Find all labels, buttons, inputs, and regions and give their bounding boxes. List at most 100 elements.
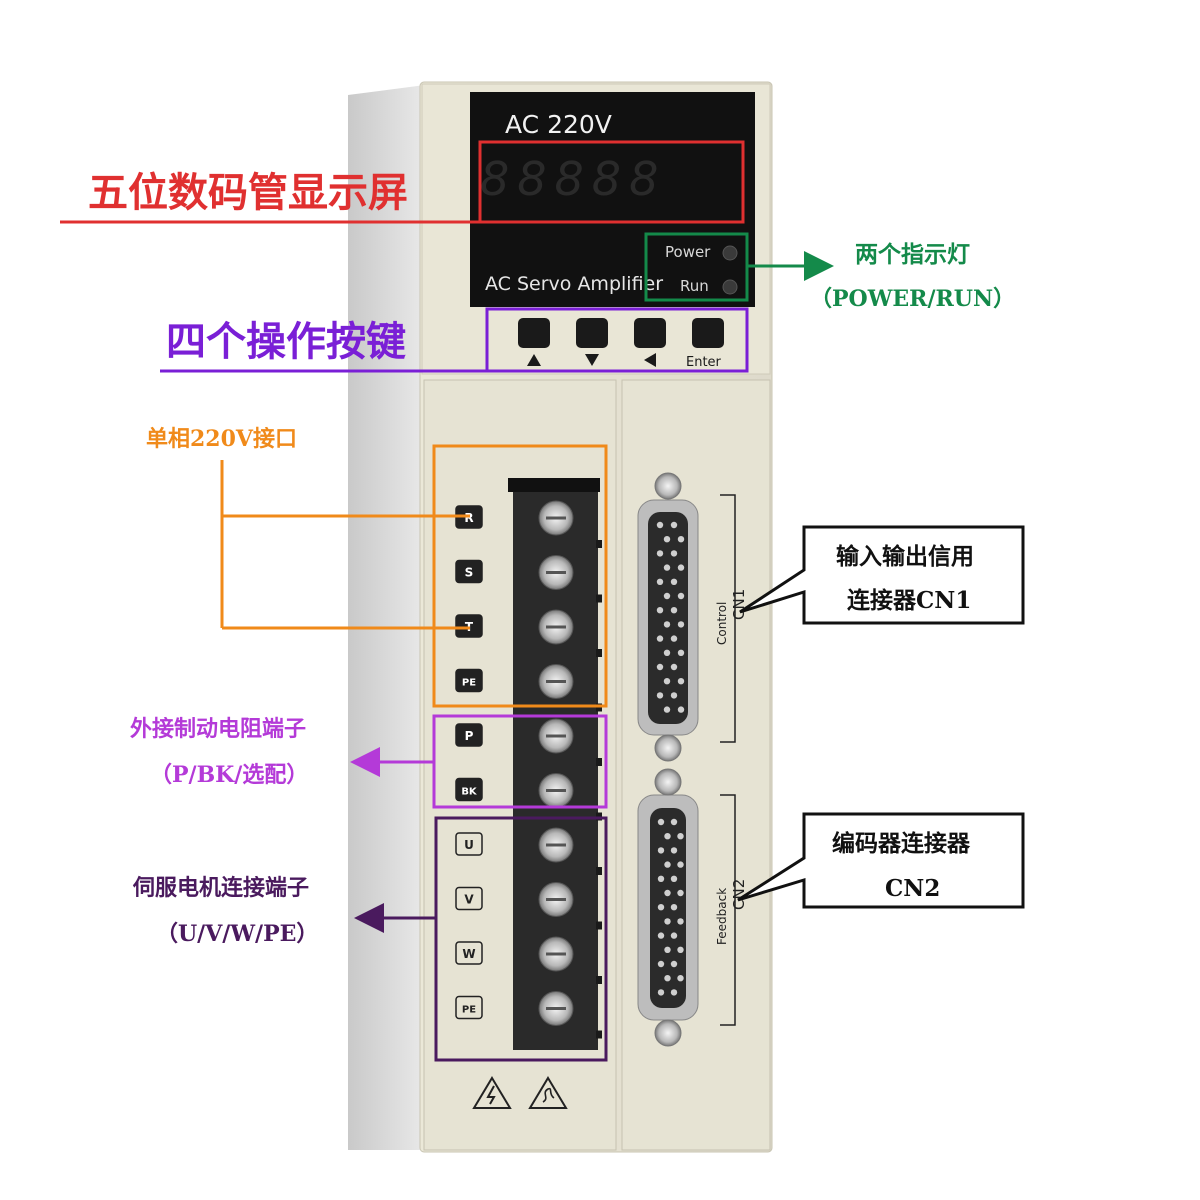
connector-pin <box>670 989 678 996</box>
display-window <box>470 92 755 307</box>
connector-pin <box>657 875 665 882</box>
connector-pin <box>663 536 671 543</box>
terminal-divider <box>596 1030 602 1039</box>
terminal-block-cap <box>508 478 600 492</box>
connector-pin <box>656 578 664 585</box>
terminal-label-box <box>455 668 483 693</box>
terminal-label: R <box>464 511 473 525</box>
enter-key[interactable] <box>692 318 724 348</box>
cn2-callout-box <box>737 812 1025 909</box>
connector-pin <box>677 536 685 543</box>
connector-pin <box>670 521 678 529</box>
warning-icons <box>472 1076 568 1109</box>
connector-pin <box>664 889 671 897</box>
indicators-annotation-line2: （POWER/RUN） <box>810 286 1015 312</box>
connector-pin <box>677 975 684 982</box>
connector-pin <box>670 550 678 557</box>
control-label: Control <box>715 602 729 645</box>
connector-pin <box>677 564 685 571</box>
connector-pin <box>670 818 678 826</box>
connector-pin <box>677 861 684 868</box>
connector-pin <box>657 932 665 939</box>
connector-pin <box>670 875 678 882</box>
connector-pin <box>677 592 685 600</box>
connector-pin <box>677 706 685 713</box>
up-key[interactable] <box>518 318 550 348</box>
connector-pin <box>664 975 671 982</box>
terminal-label-box <box>455 941 483 965</box>
cn1-bracket <box>720 494 736 743</box>
connector-pin <box>677 946 684 953</box>
terminal-label: U <box>464 838 474 852</box>
connector-pin <box>663 592 671 600</box>
down-key[interactable] <box>576 318 608 348</box>
connector-pin <box>670 578 678 585</box>
terminal-label: BK <box>461 787 478 798</box>
run-led-label: Run <box>680 277 709 295</box>
lightning-icon <box>486 1085 496 1105</box>
left-key[interactable] <box>634 318 666 348</box>
connector-pin <box>657 818 665 826</box>
connector-pin <box>656 550 664 557</box>
connector-panel <box>621 379 771 1151</box>
terminal-label-box <box>455 614 483 638</box>
terminal-divider <box>596 758 602 766</box>
power-leader-lines <box>220 460 470 630</box>
terminal-label-box <box>455 723 483 747</box>
connector-pin <box>677 621 685 628</box>
connector-pin <box>664 861 671 868</box>
terminal-label-box <box>455 995 483 1020</box>
product-label: AC Servo Amplifier <box>485 273 663 295</box>
connector-pin <box>656 692 664 699</box>
terminal-label: V <box>464 893 474 907</box>
connector-pin <box>664 946 671 953</box>
connector-pin <box>670 960 678 968</box>
power-led-label: Power <box>665 243 711 261</box>
terminal-label-box <box>455 559 483 584</box>
terminal-label: S <box>465 566 474 580</box>
keys-highlight-box <box>485 307 749 373</box>
operation-keys: Enter <box>518 318 724 370</box>
cn2-label: CN2 <box>730 879 748 910</box>
down-arrow-icon <box>585 354 599 366</box>
connector-pin <box>663 621 671 628</box>
feedback-label: Feedback <box>715 888 729 945</box>
cn1-callout-box <box>739 525 1025 625</box>
power-terminals-box <box>432 444 608 708</box>
cn1-annotation-line1: 输入输出信用 <box>836 543 974 570</box>
connector-pin <box>670 607 678 614</box>
model-label: AC 220V <box>505 110 612 139</box>
terminal-screws <box>538 500 602 1039</box>
terminal-label-box <box>455 832 483 856</box>
connector-pin <box>657 904 665 911</box>
terminal-label-box <box>455 777 483 802</box>
cn2-bracket <box>720 794 736 1026</box>
cn1-annotation-line2: 连接器CN1 <box>847 587 971 614</box>
high-voltage-icon <box>472 1076 512 1109</box>
cn2-annotation-line2: CN2 <box>885 875 940 902</box>
connector-pin <box>663 678 671 685</box>
connector-pin <box>657 960 665 968</box>
seven-segment-digits: 88888 <box>480 152 666 206</box>
connector-pin <box>670 932 678 939</box>
connector-pin <box>657 989 665 996</box>
connector-pin <box>663 649 671 656</box>
connector-pin <box>664 833 671 840</box>
brake-annotation-line1: 外接制动电阻端子 <box>130 716 306 742</box>
terminal-divider <box>596 594 602 603</box>
connector-pin <box>656 635 664 642</box>
connector-pin <box>670 663 678 671</box>
connector-pin <box>677 678 685 685</box>
power-led <box>722 245 738 261</box>
enter-key-label: Enter <box>686 355 722 370</box>
display-annotation: 五位数码管显示屏 <box>88 169 408 216</box>
connector-pin <box>663 706 671 713</box>
terminal-divider <box>596 976 602 984</box>
terminal-divider <box>596 540 602 548</box>
connector-pin <box>663 564 671 571</box>
heat-icon <box>542 1087 555 1103</box>
terminal-divider <box>596 867 602 875</box>
connector-pin <box>670 904 678 911</box>
